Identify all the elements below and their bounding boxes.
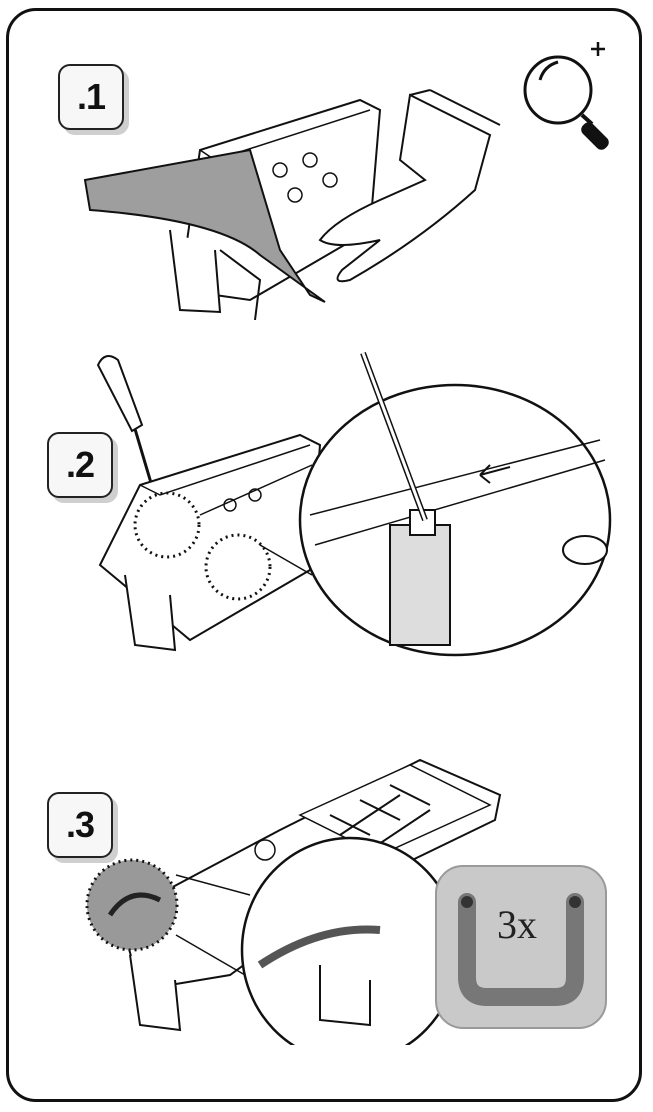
step-1-badge: .1 [58,64,124,130]
step-1-number: .1 [76,76,106,117]
step-3-illustration [85,758,502,1045]
clip-count-badge: 3x [435,865,607,1029]
step-3-number: .3 [65,804,95,845]
step-2-badge: .2 [47,432,113,498]
step-2-number: .2 [65,444,95,485]
step-3-badge: .3 [47,792,113,858]
step-2-illustration [96,351,612,657]
clip-count-label: 3x [497,902,537,947]
zoom-in-icon [523,42,609,150]
u-clip-icon [458,893,584,1006]
step-1-illustration [83,89,501,320]
